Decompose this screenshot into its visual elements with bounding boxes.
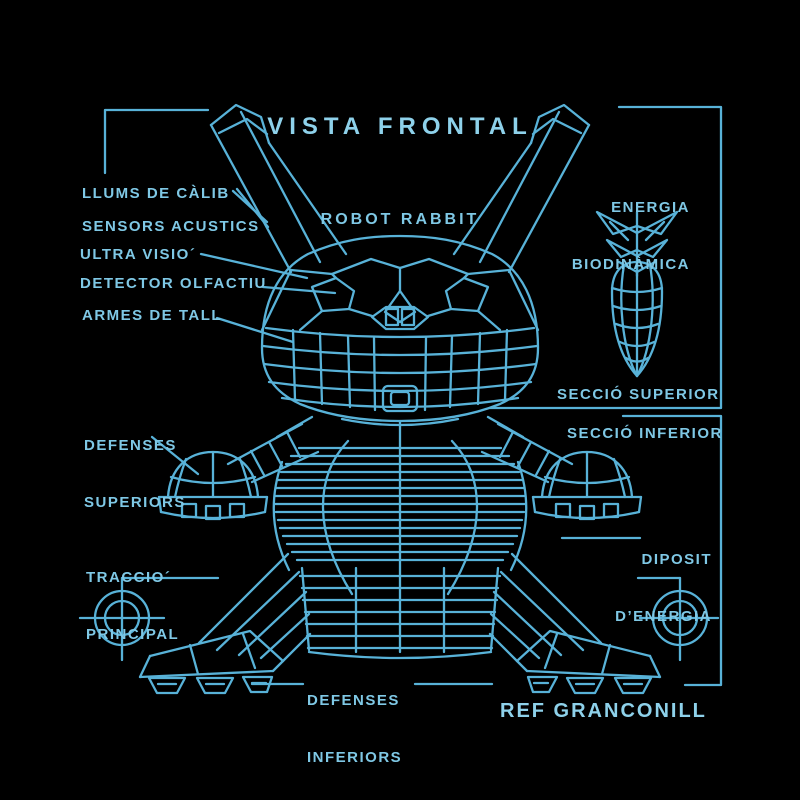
callout-energia-line1: ENERGIA bbox=[611, 199, 690, 216]
crosshair-target-right-icon bbox=[636, 576, 720, 662]
crosshair-target-left-icon bbox=[78, 576, 220, 662]
callout-ultra-visio: ULTRA VISIO´ bbox=[80, 246, 197, 263]
page-title: VISTA FRONTAL bbox=[267, 113, 533, 140]
callout-defenses-inferiors: DEFENSES INFERIORS bbox=[307, 653, 402, 800]
leg-right bbox=[488, 552, 603, 663]
boot-right bbox=[515, 629, 662, 695]
leg-left bbox=[197, 552, 312, 663]
ear-right bbox=[452, 103, 591, 274]
carrot-wireframe-icon bbox=[595, 210, 679, 378]
callout-traccio-line1: TRACCIO´ bbox=[86, 569, 172, 586]
callout-defenses-superiors: DEFENSES SUPERIORS bbox=[84, 398, 186, 550]
callout-seccio-superior: SECCIÓ SUPERIOR bbox=[557, 386, 720, 403]
fist-left bbox=[157, 450, 269, 521]
bracket-top-left bbox=[103, 108, 210, 175]
callout-traccio-principal: TRACCIO´ PRINCIPAL bbox=[86, 530, 179, 682]
fist-right bbox=[531, 450, 643, 521]
callout-detector-olfactiu: DETECTOR OLFACTIU bbox=[80, 275, 267, 292]
pelvis bbox=[298, 566, 502, 660]
robot-rabbit-wireframe bbox=[138, 103, 662, 695]
bracket-top-right-seccio-superior bbox=[488, 105, 723, 410]
callout-defenses-superiors-line2: SUPERIORS bbox=[84, 494, 186, 511]
head bbox=[260, 234, 540, 423]
bracket-seccio-inferior bbox=[621, 414, 723, 687]
callout-sensors-acustics: SENSORS ACUSTICS bbox=[82, 218, 260, 235]
callout-defenses-inferiors-line2: INFERIORS bbox=[307, 749, 403, 766]
callout-armes-de-tall: ARMES DE TALL bbox=[82, 307, 223, 324]
callout-defenses-inferiors-line1: DEFENSES bbox=[307, 692, 400, 709]
callout-diposit-line2: D’ENERGIA bbox=[615, 608, 712, 625]
callout-diposit-denergia: DIPOSIT D’ENERGIA bbox=[590, 512, 712, 664]
boot-left bbox=[138, 629, 285, 695]
torso bbox=[272, 419, 528, 654]
callout-traccio-line2: PRINCIPAL bbox=[86, 626, 180, 643]
subject-label: ROBOT RABBIT bbox=[320, 211, 480, 228]
callout-seccio-inferior: SECCIÓ INFERIOR bbox=[567, 425, 723, 442]
callout-diposit-line1: DIPOSIT bbox=[641, 551, 712, 568]
reference-label: REF GRANCONILL bbox=[500, 700, 707, 722]
callout-energia-line2: BIODINÀMICA bbox=[571, 256, 690, 273]
callout-defenses-superiors-line1: DEFENSES bbox=[84, 437, 177, 454]
callout-energia-biodinamica: ENERGIA BIODINÀMICA bbox=[560, 160, 690, 312]
ear-left bbox=[209, 103, 348, 274]
callout-llums-de-calib: LLUMS DE CÀLIB bbox=[82, 185, 230, 202]
